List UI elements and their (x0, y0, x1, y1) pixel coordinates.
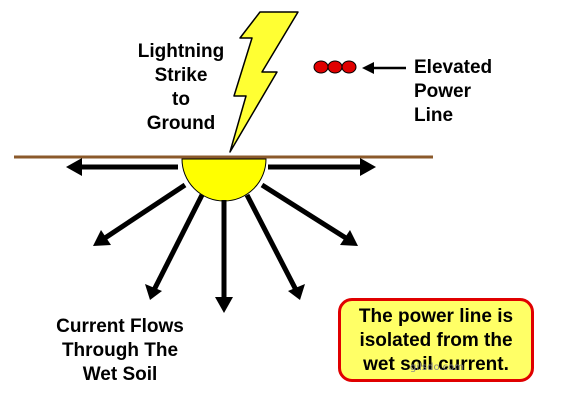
arrow-down-right (244, 193, 299, 292)
arrow-down-head (215, 297, 233, 313)
lightning-strike-label: Lightning Strike to Ground (137, 41, 225, 134)
arrow-down-right-head (288, 284, 305, 300)
arrow-left-horizontal-head (66, 158, 82, 176)
current-flow-label: Current Flows Through The Wet Soil (56, 316, 184, 385)
arrow-down-left-head (145, 284, 162, 300)
callout-line: The power line is (358, 306, 514, 327)
current-arrows (66, 158, 376, 313)
strike-point-glow (181, 158, 267, 202)
arrow-lower-right-head (340, 230, 358, 246)
watermark: gilsdo.com (410, 362, 464, 373)
arrow-lower-right (260, 182, 351, 243)
callout-line: wet soil current. (363, 354, 509, 375)
lightning-bolt (229, 11, 299, 153)
arrow-down-left (151, 193, 205, 292)
power-line-label: Elevated Power Line (414, 57, 493, 126)
arrow-lower-left-head (93, 230, 111, 246)
arrow-lower-left (100, 182, 187, 243)
power-line-pointer-arrow-head (362, 62, 374, 74)
power-line-dot (341, 60, 357, 74)
power-line-dots (313, 60, 357, 74)
isolation-callout: The power line is isolated from the wet … (338, 298, 534, 382)
power-line-dot (313, 60, 329, 74)
callout-line: isolated from the (359, 330, 513, 351)
arrow-right-horizontal-head (360, 158, 376, 176)
power-line-dot (327, 60, 343, 74)
